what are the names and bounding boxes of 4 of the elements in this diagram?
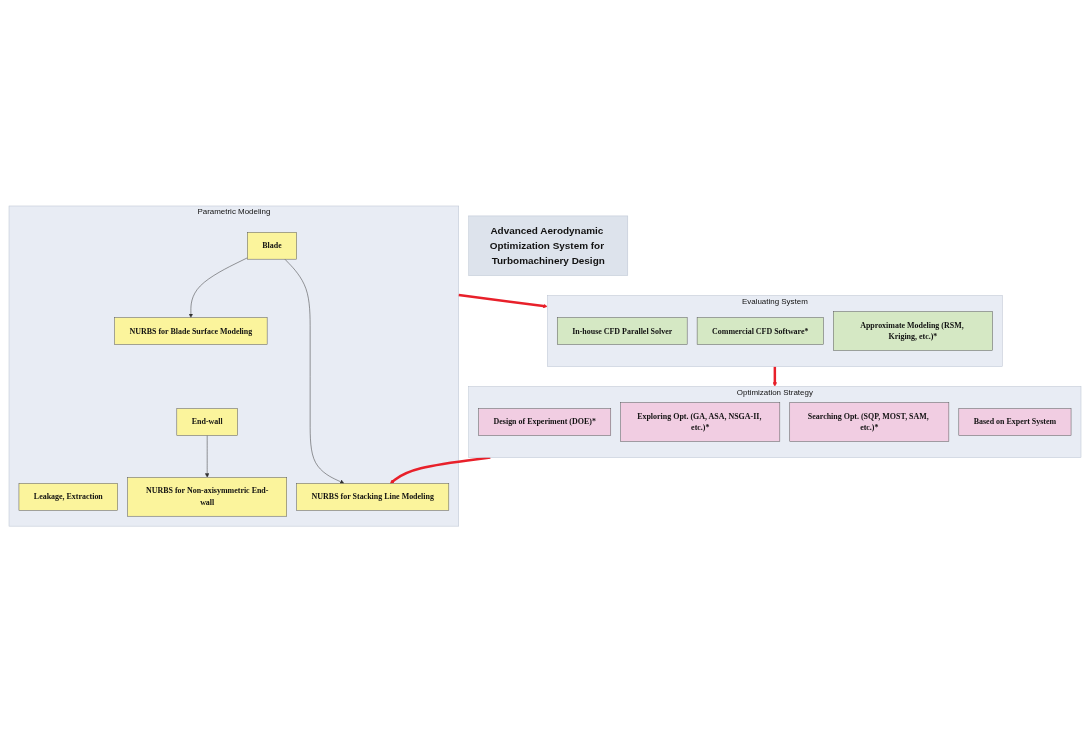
arrow bbox=[772, 367, 778, 388]
node-box: Advanced Aerodynamic Optimization System for Turbomachinery Design bbox=[468, 216, 629, 277]
arrow bbox=[389, 456, 491, 485]
arrow bbox=[458, 294, 548, 309]
